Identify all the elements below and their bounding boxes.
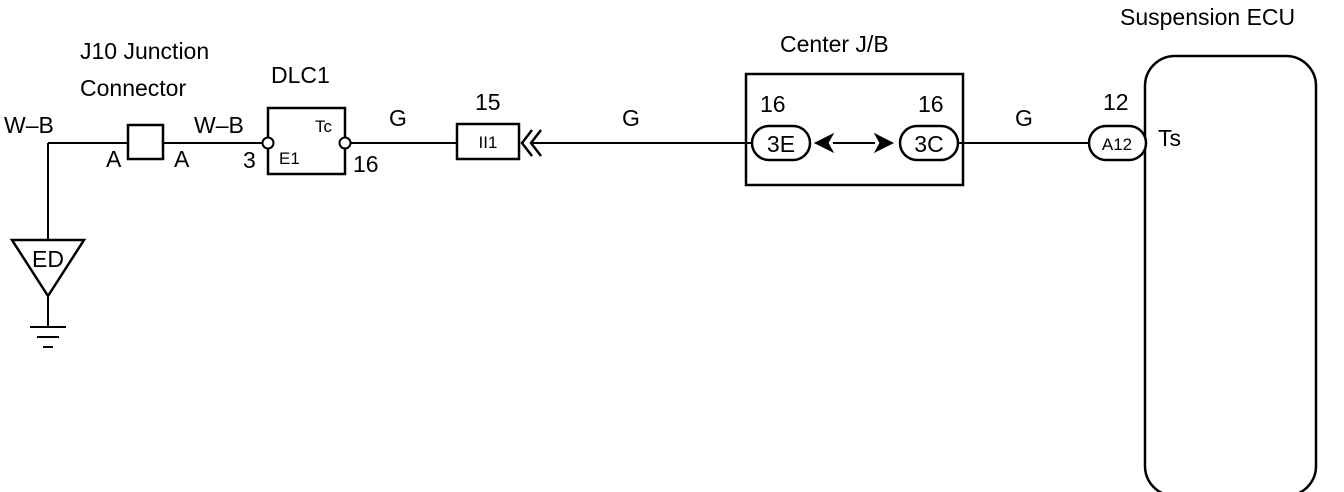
dlc1-connector: DLC1 3 E1 Tc 16: [243, 62, 379, 177]
junction-connector-j10: J10 Junction Connector A A: [80, 38, 209, 172]
wire-label-wb-right: W–B: [194, 112, 244, 138]
inline-code: II1: [479, 133, 498, 152]
ecu-terminal: Ts: [1158, 125, 1181, 151]
wire-label-g-dlc: G: [389, 105, 407, 131]
ecu-pin-number: 12: [1103, 89, 1129, 115]
ecu-connector-code: A12: [1102, 135, 1132, 154]
center-jb-left-arrow: [813, 132, 835, 154]
wire-label-g-inline: G: [622, 105, 640, 131]
suspension-ecu: Suspension ECU 12 A12 Ts: [1087, 4, 1318, 492]
center-jb-left-code: 3E: [767, 131, 795, 157]
inline-pin-number: 15: [475, 89, 501, 115]
center-jb-right-arrow: [873, 132, 895, 154]
ground-label: ED: [32, 246, 64, 272]
center-jb-right-code: 3C: [914, 131, 943, 157]
wire-label-wb-left: W–B: [4, 112, 54, 138]
dlc1-pin-tc-number: 16: [353, 151, 379, 177]
ecu-title: Suspension ECU: [1120, 4, 1295, 30]
dlc1-title: DLC1: [271, 62, 330, 88]
center-jb-right-pin-number: 16: [918, 91, 944, 117]
wire-label-g-ecu: G: [1015, 105, 1033, 131]
junction-pin-right: A: [174, 146, 190, 172]
dlc1-pin-e1-number: 3: [243, 147, 256, 173]
dlc1-pin-e1: [261, 136, 275, 150]
dlc1-pin-tc: [338, 136, 352, 150]
junction-pin-left: A: [106, 146, 122, 172]
junction-title-line2: Connector: [80, 75, 186, 101]
inline-connector-ii1: 15 II1: [455, 89, 542, 161]
junction-title-line1: J10 Junction: [80, 38, 209, 64]
center-junction-block: Center J/B 16 3E 16 3C: [744, 31, 965, 187]
dlc1-pin-tc-label: Tc: [315, 117, 333, 136]
dlc1-pin-e1-label: E1: [279, 149, 300, 168]
center-jb-title: Center J/B: [780, 31, 889, 57]
center-jb-left-pin-number: 16: [760, 91, 786, 117]
ground-symbol: ED: [9, 238, 87, 348]
